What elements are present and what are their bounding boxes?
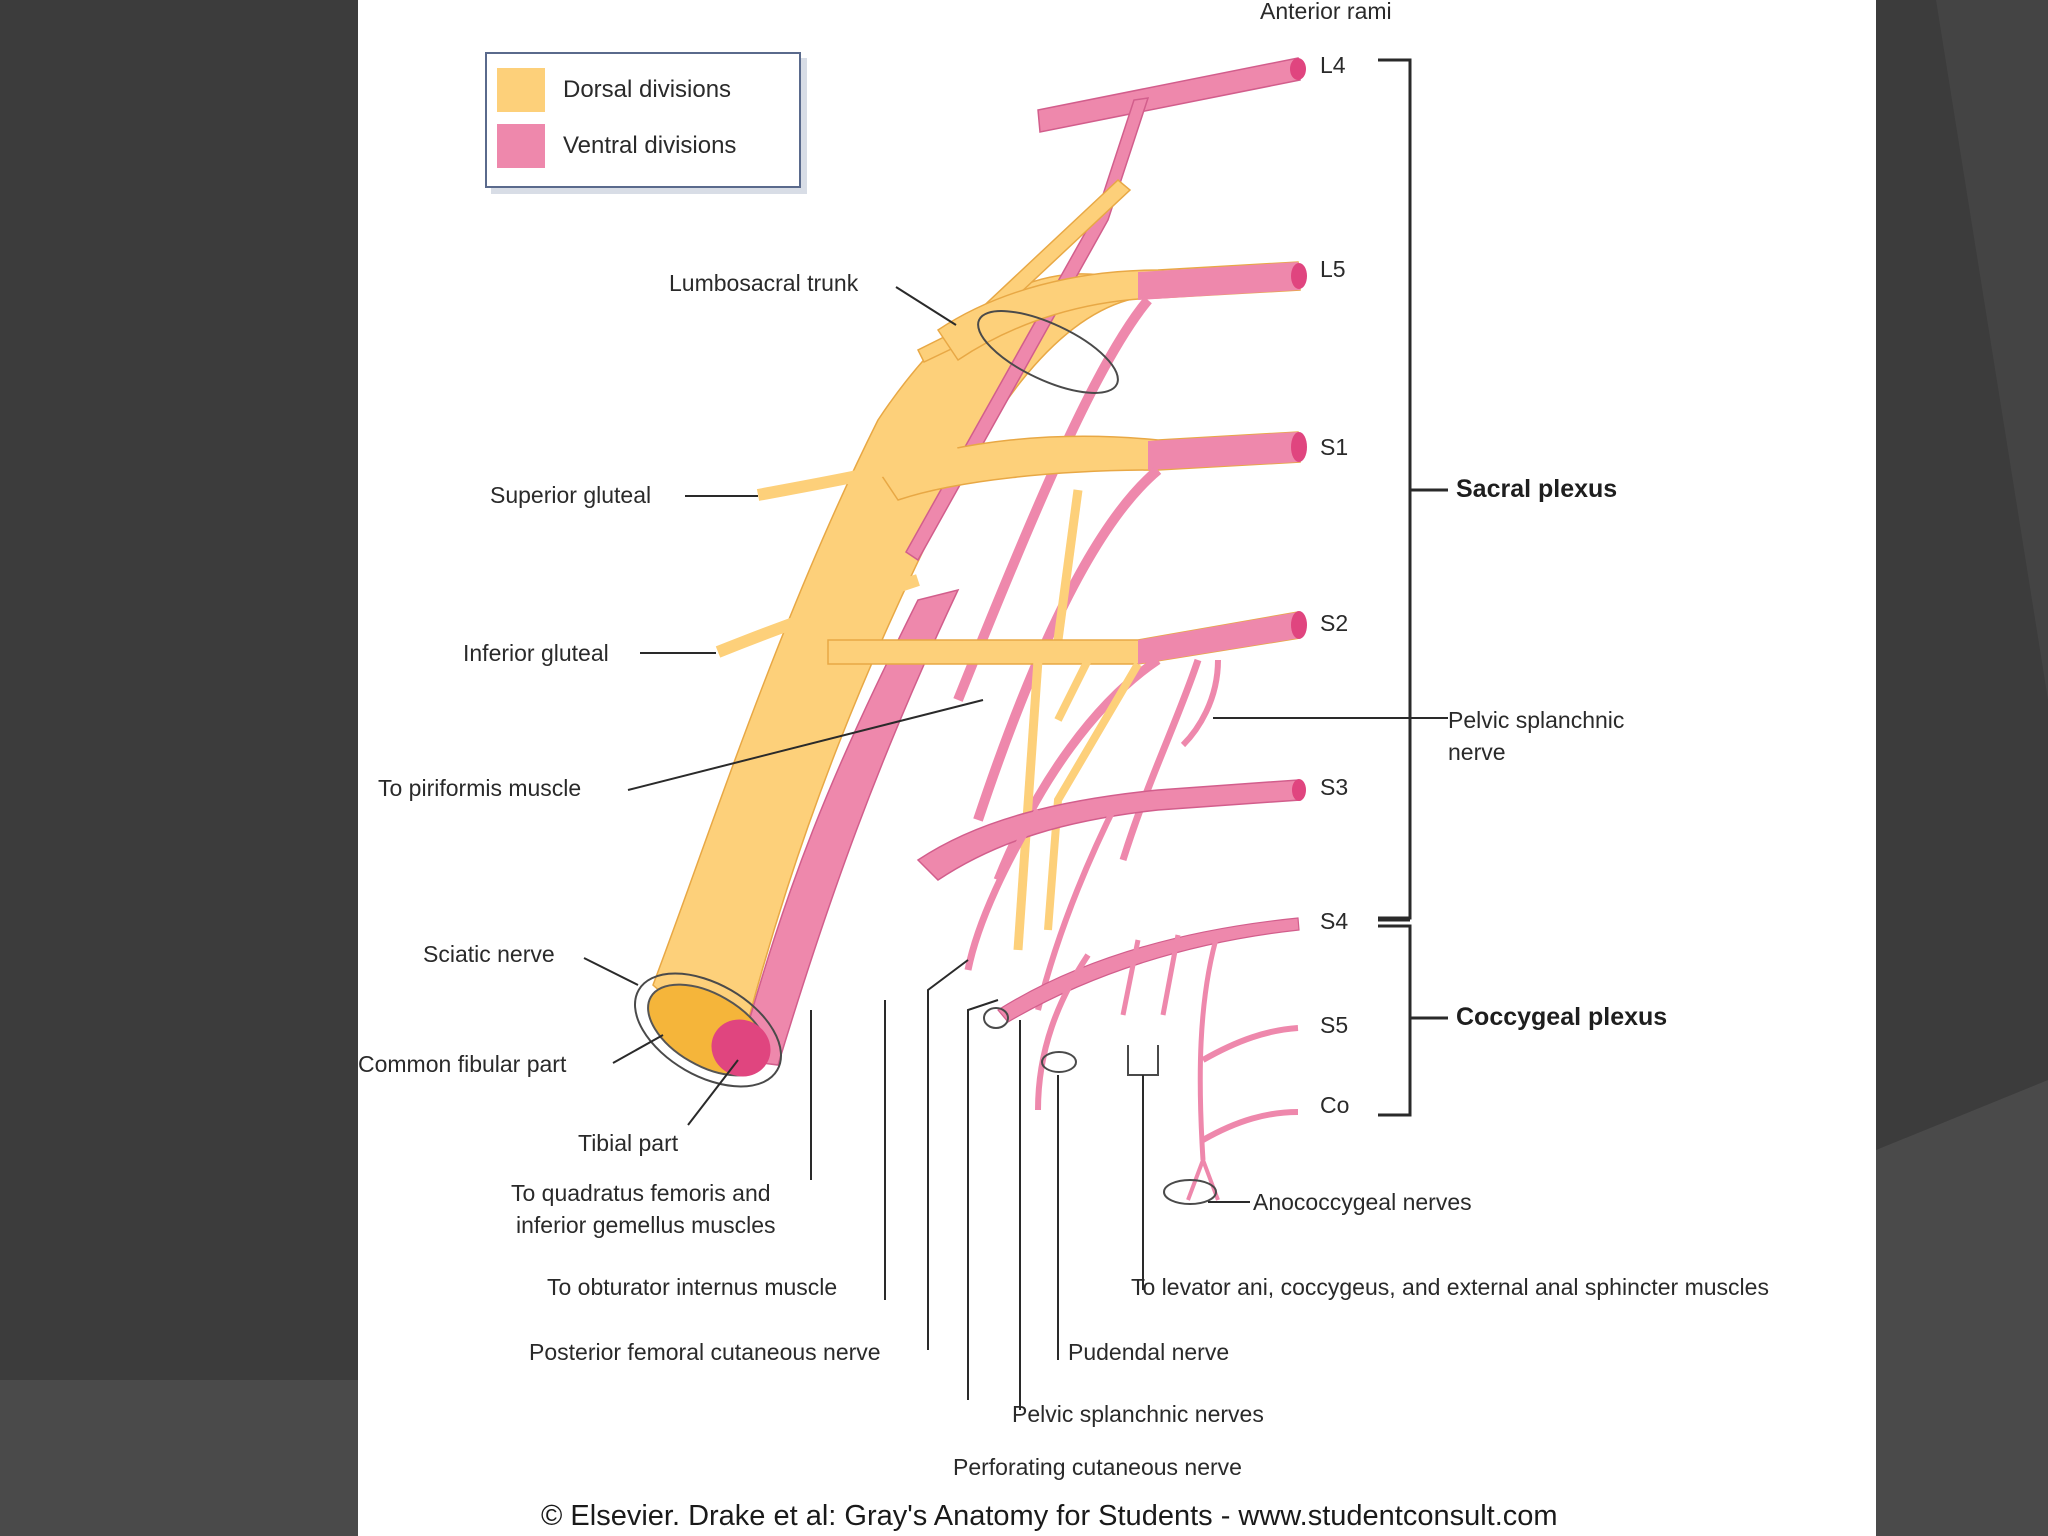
inferior-gluteal-label: Inferior gluteal bbox=[463, 640, 609, 666]
legend-ventral: Ventral divisions bbox=[497, 124, 736, 168]
anterior-rami-label: Anterior rami bbox=[1260, 0, 1392, 24]
tibial-cut-end bbox=[711, 1019, 771, 1077]
leader-lines bbox=[583, 286, 1448, 1410]
pelvic-splanchnic-nerves-label: Pelvic splanchnic nerves bbox=[1012, 1401, 1264, 1427]
to-quadratus-label-2: inferior gemellus muscles bbox=[516, 1212, 776, 1238]
superior-gluteal-label: Superior gluteal bbox=[490, 482, 652, 508]
sciatic-outline bbox=[634, 972, 782, 1088]
inferior-gluteal-nerve bbox=[715, 574, 920, 658]
posterior-femoral-label: Posterior femoral cutaneous nerve bbox=[529, 1339, 881, 1365]
to-obturator-label: To obturator internus muscle bbox=[547, 1274, 838, 1300]
root-s3: S3 bbox=[1320, 774, 1349, 800]
s2-ramus bbox=[827, 611, 1307, 951]
legend-ventral-label: Ventral divisions bbox=[563, 132, 737, 159]
coccygeal-plexus-label: Coccygeal plexus bbox=[1456, 1003, 1668, 1031]
superior-gluteal-nerve bbox=[756, 444, 960, 501]
to-piriformis-label: To piriformis muscle bbox=[378, 775, 582, 801]
sacral-plexus-figure: Anterior rami Dorsal divisions Ventral d… bbox=[358, 0, 1876, 1536]
root-s5: S5 bbox=[1320, 1012, 1349, 1038]
lumbosacral-trunk-label: Lumbosacral trunk bbox=[669, 270, 859, 296]
s5-co-rami bbox=[1127, 1025, 1299, 1205]
root-s4: S4 bbox=[1320, 908, 1349, 934]
perforating-cutaneous-label: Perforating cutaneous nerve bbox=[953, 1454, 1242, 1480]
slide-decoration bbox=[1876, 0, 2048, 1536]
root-co: Co bbox=[1320, 1092, 1350, 1118]
tibial-part-label: Tibial part bbox=[578, 1130, 679, 1156]
pelvic-splanchnic-label-2: nerve bbox=[1448, 739, 1506, 765]
copyright-credit: © Elsevier. Drake et al: Gray's Anatomy … bbox=[541, 1500, 1558, 1532]
ventral-swatch bbox=[497, 124, 545, 168]
anococcygeal-label: Anococcygeal nerves bbox=[1253, 1189, 1472, 1215]
pelvic-splanchnic-label-1: Pelvic splanchnic bbox=[1448, 707, 1625, 733]
legend-dorsal-label: Dorsal divisions bbox=[563, 76, 732, 103]
slide-background-shade bbox=[0, 1380, 358, 1536]
to-quadratus-label-1: To quadratus femoris and bbox=[511, 1180, 771, 1206]
root-s1: S1 bbox=[1320, 434, 1349, 460]
common-fibular-part-label: Common fibular part bbox=[358, 1051, 567, 1077]
dorsal-swatch bbox=[497, 68, 545, 112]
lumbosacral-ring bbox=[977, 310, 1119, 394]
root-s2: S2 bbox=[1320, 610, 1349, 636]
sacral-plexus-label: Sacral plexus bbox=[1456, 475, 1618, 503]
slide-background-left bbox=[0, 0, 358, 1536]
l4-ramus bbox=[905, 57, 1306, 562]
root-l4: L4 bbox=[1320, 52, 1346, 78]
s1-ramus bbox=[876, 431, 1307, 822]
to-levator-label: To levator ani, coccygeus, and external … bbox=[1131, 1274, 1769, 1300]
pudendal-label: Pudendal nerve bbox=[1068, 1339, 1230, 1365]
nerve-diagram bbox=[583, 57, 1448, 1410]
s3-ramus bbox=[916, 779, 1306, 1011]
root-l5: L5 bbox=[1320, 256, 1346, 282]
sciatic-nerve-label: Sciatic nerve bbox=[423, 941, 555, 967]
bracket-lines bbox=[1378, 58, 1448, 1117]
legend: Dorsal divisions Ventral divisions bbox=[485, 52, 801, 188]
legend-dorsal: Dorsal divisions bbox=[497, 68, 731, 112]
slide-background-right bbox=[1876, 0, 2048, 1536]
s4-ramus bbox=[983, 917, 1300, 1161]
sciatic-ventral-part bbox=[737, 588, 960, 1066]
